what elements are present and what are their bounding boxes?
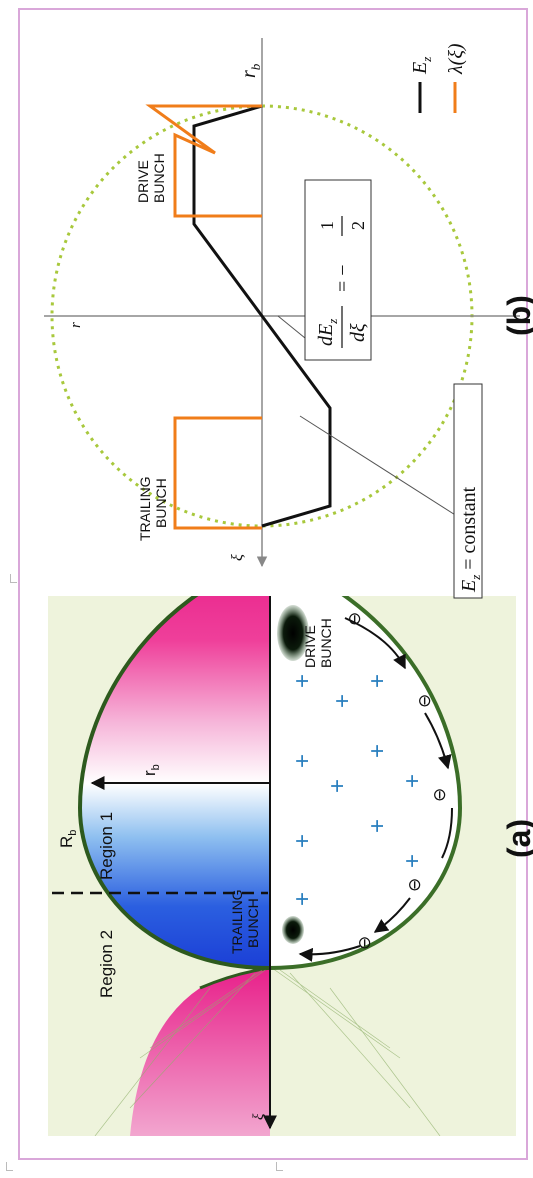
trailing-bunch-label-b2: BUNCH [153, 478, 169, 528]
Rb-label: Rb [57, 830, 79, 848]
legend-label-lambda: λ(ξ) [445, 43, 467, 75]
electron-symbol: ⊖ [415, 694, 435, 708]
panel-a-caption: (a) [501, 819, 533, 858]
bubble-bottom-half [270, 596, 460, 968]
panel-a: ξ rb Rb Region 1 Region 2 TRAILING BUNCH… [48, 596, 516, 1136]
crop-mark [6, 1162, 13, 1171]
legend: Ez λ(ξ) [409, 43, 467, 113]
slope-pointer [277, 315, 306, 339]
bubble-sheath-top [77, 596, 271, 970]
panel-b: ξ r rb TRAILING BUNCH DRIVE BUNCH Ez = c… [44, 38, 520, 599]
slope-equals: = − [332, 264, 354, 292]
region1-label: Region 1 [97, 812, 116, 880]
ion-plus: + [289, 834, 316, 848]
const-pointer [299, 415, 461, 519]
ion-plus: + [364, 674, 391, 688]
left-wake-lobe [130, 968, 270, 1136]
ez-curve [192, 104, 332, 528]
xi-label-b: ξ [229, 554, 246, 561]
const-equation: Ez = constant [458, 486, 483, 593]
crop-mark [10, 574, 17, 583]
slope-num-right: 1 [317, 221, 337, 230]
legend-label-ez: Ez [409, 57, 434, 75]
xi-label-a: ξ [251, 1113, 267, 1120]
electron-symbol: ⊖ [405, 878, 425, 892]
slope-numerator: dEz [315, 319, 340, 346]
trailing-bunch-profile [173, 416, 262, 530]
trailing-bunch-label-b1: TRAILING [137, 476, 153, 541]
ion-plus-signs: + + + + + + + + + + + [289, 674, 426, 906]
electron-symbol: ⊖ [355, 936, 375, 950]
rb-label-a: rb [140, 764, 162, 776]
const-box [453, 383, 483, 599]
ion-plus: + [364, 819, 391, 833]
bubble-top-half [80, 596, 270, 968]
ion-plus: + [399, 854, 426, 868]
slope-box [304, 179, 372, 361]
ion-plus: + [399, 774, 426, 788]
trailing-bunch-label-a1: TRAILING [229, 889, 245, 954]
trailing-bunch-blob [282, 916, 304, 944]
rb-label-b: rb [238, 63, 263, 78]
drive-bunch-blob [277, 605, 309, 661]
ion-plus: + [289, 754, 316, 768]
ion-plus: + [364, 744, 391, 758]
ion-plus: + [289, 674, 316, 688]
electron-symbol: ⊖ [345, 612, 365, 626]
electron-trajectory [298, 617, 453, 962]
bubble-sheath-bottom [269, 596, 463, 970]
spray-lines [94, 967, 441, 1136]
electron-symbol: ⊖ [430, 788, 450, 802]
ion-plus: + [329, 694, 356, 708]
region2-label: Region 2 [97, 930, 116, 998]
trailing-bunch-label-a2: BUNCH [245, 898, 261, 948]
slope-den-right: 2 [348, 221, 368, 230]
trailing-bunch-gap [286, 898, 294, 916]
drive-bunch-label-a2: BUNCH [318, 618, 334, 668]
drive-bunch-profile [145, 104, 262, 218]
ion-plus: + [324, 779, 351, 793]
panel-b-caption: (b) [501, 295, 533, 336]
drive-bunch-label-b2: BUNCH [151, 153, 167, 203]
slope-denominator: dξ [347, 323, 369, 342]
r-label-b: r [68, 322, 84, 328]
drive-bunch-label-a1: DRIVE [302, 625, 318, 668]
ion-plus: + [289, 892, 316, 906]
figure-border [18, 8, 528, 1160]
drive-bunch-label-b1: DRIVE [135, 160, 151, 203]
crop-mark [276, 1162, 283, 1171]
